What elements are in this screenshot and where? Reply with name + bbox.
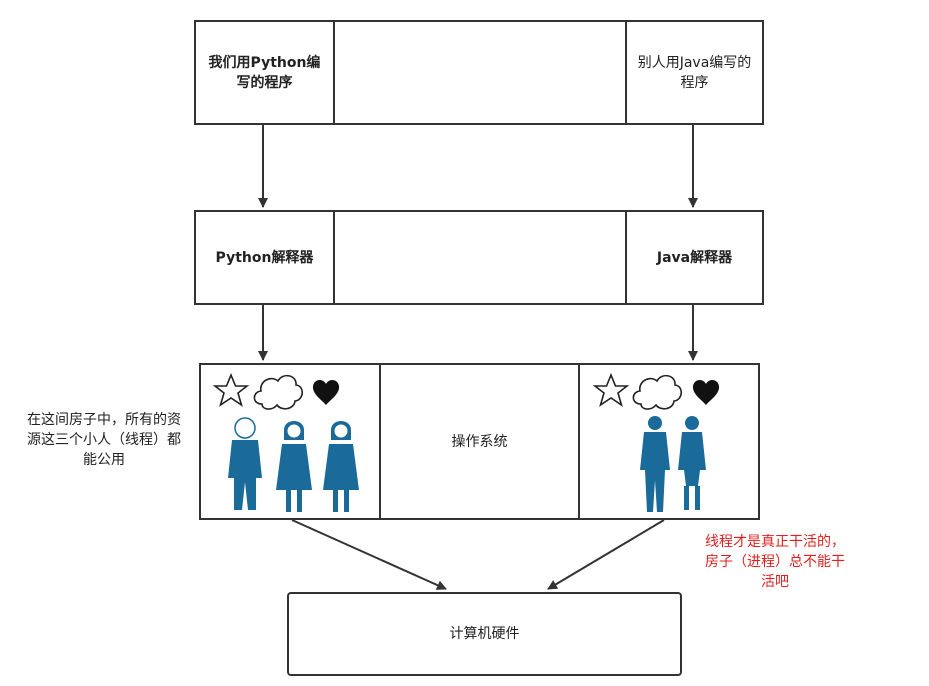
programs-row: 我们用Python编写的程序 别人用Java编写的程序 <box>194 20 764 125</box>
python-program-label: 我们用Python编写的程序 <box>208 54 321 91</box>
right-note: 线程才是真正干活的，房子（进程）总不能干活吧 <box>700 532 850 592</box>
python-interpreter-label: Python解释器 <box>215 249 314 266</box>
row2-divider-right <box>625 212 627 303</box>
left-note: 在这间房子中，所有的资源这三个小人（线程）都能公用 <box>24 410 184 470</box>
hardware-label: 计算机硬件 <box>449 626 520 642</box>
thread-figure-woman-1 <box>276 421 312 512</box>
cloud-icon <box>632 374 683 410</box>
java-interpreter-label: Java解释器 <box>656 249 733 266</box>
os-label: 操作系统 <box>451 433 508 450</box>
thread-figure-man <box>228 417 262 510</box>
java-interpreter-cell: Java解释器 <box>627 212 762 303</box>
os-cell: 操作系统 <box>381 365 578 518</box>
python-interpreter-cell: Python解释器 <box>196 212 333 303</box>
right-note-text: 线程才是真正干活的，房子（进程）总不能干活吧 <box>705 534 845 590</box>
star-icon <box>592 372 630 407</box>
cloud-icon <box>253 374 304 410</box>
arrow-left-process-to-hardware <box>291 519 447 590</box>
java-program-label: 别人用Java编写的程序 <box>637 54 752 91</box>
star-icon <box>212 372 250 407</box>
row3-divider-right <box>578 365 580 518</box>
heart-icon <box>312 380 340 405</box>
heart-icon <box>692 380 720 405</box>
left-note-text: 在这间房子中，所有的资源这三个小人（线程）都能公用 <box>27 412 181 468</box>
row3-divider-left <box>379 365 381 518</box>
python-program-cell: 我们用Python编写的程序 <box>196 22 333 123</box>
row1-divider-right <box>625 22 627 123</box>
row2-divider-left <box>333 212 335 303</box>
thread-figure-businesswoman <box>678 416 706 510</box>
hardware-cell: 计算机硬件 <box>289 594 680 674</box>
interpreters-row: Python解释器 Java解释器 <box>194 210 764 305</box>
arrow-right-process-to-hardware <box>547 519 665 590</box>
thread-figure-businessman <box>640 416 670 512</box>
java-program-cell: 别人用Java编写的程序 <box>627 22 762 123</box>
hardware-box: 计算机硬件 <box>287 592 682 676</box>
thread-figure-woman-2 <box>323 421 359 512</box>
row1-divider-left <box>333 22 335 123</box>
